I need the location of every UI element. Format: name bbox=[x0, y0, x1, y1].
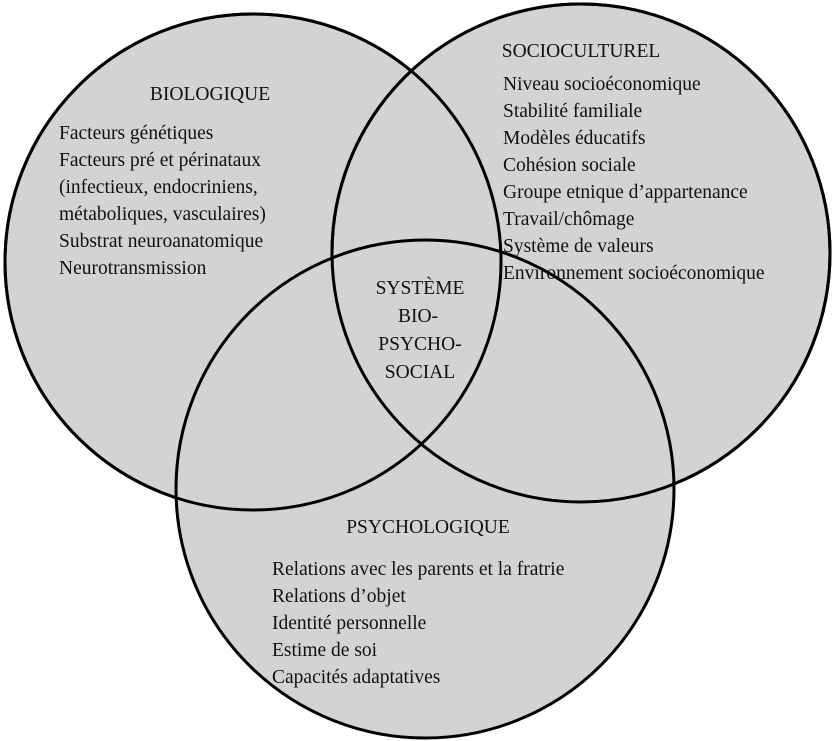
socioculturel-item: Groupe etnique d’appartenance bbox=[503, 182, 748, 203]
circle-biologique-outline bbox=[3, 12, 503, 512]
center-label: BIO- bbox=[398, 306, 438, 327]
center-label: PSYCHO- bbox=[378, 334, 461, 355]
psychologique-item: Estime de soi bbox=[272, 640, 378, 661]
socioculturel-item: Environnement socioéconomique bbox=[503, 263, 765, 284]
socioculturel-item: Stabilité familiale bbox=[503, 101, 642, 122]
center-label: SOCIAL bbox=[385, 362, 455, 383]
socioculturel-item: Système de valeurs bbox=[503, 236, 654, 257]
biologique-item: Facteurs génétiques bbox=[59, 123, 213, 144]
biologique-item: Facteurs pré et périnataux bbox=[59, 150, 261, 171]
psychologique-item: Capacités adaptatives bbox=[272, 667, 440, 688]
circle-psychologique bbox=[174, 238, 676, 740]
center-label: SYSTÈME bbox=[376, 277, 465, 299]
psychologique-item: Relations d’objet bbox=[272, 586, 406, 607]
biologique-item: métaboliques, vasculaires) bbox=[59, 204, 266, 225]
psychologique-item: Identité personnelle bbox=[272, 613, 426, 634]
psychologique-title: PSYCHOLOGIQUE bbox=[346, 517, 510, 538]
biologique-title: BIOLOGIQUE bbox=[150, 84, 270, 105]
socioculturel-item: Modèles éducatifs bbox=[503, 128, 645, 149]
biologique-item: Substrat neuroanatomique bbox=[59, 231, 263, 252]
socioculturel-title: SOCIOCULTUREL bbox=[502, 41, 661, 62]
circle-socioculturel-outline bbox=[330, 2, 832, 504]
socioculturel-item: Travail/chômage bbox=[503, 209, 634, 230]
biologique-item: (infectieux, endocriniens, bbox=[59, 177, 258, 198]
socioculturel-item: Niveau socioéconomique bbox=[503, 74, 701, 95]
psychologique-item: Relations avec les parents et la fratrie bbox=[272, 559, 564, 580]
biologique-item: Neurotransmission bbox=[59, 258, 207, 279]
socioculturel-item: Cohésion sociale bbox=[503, 155, 636, 176]
